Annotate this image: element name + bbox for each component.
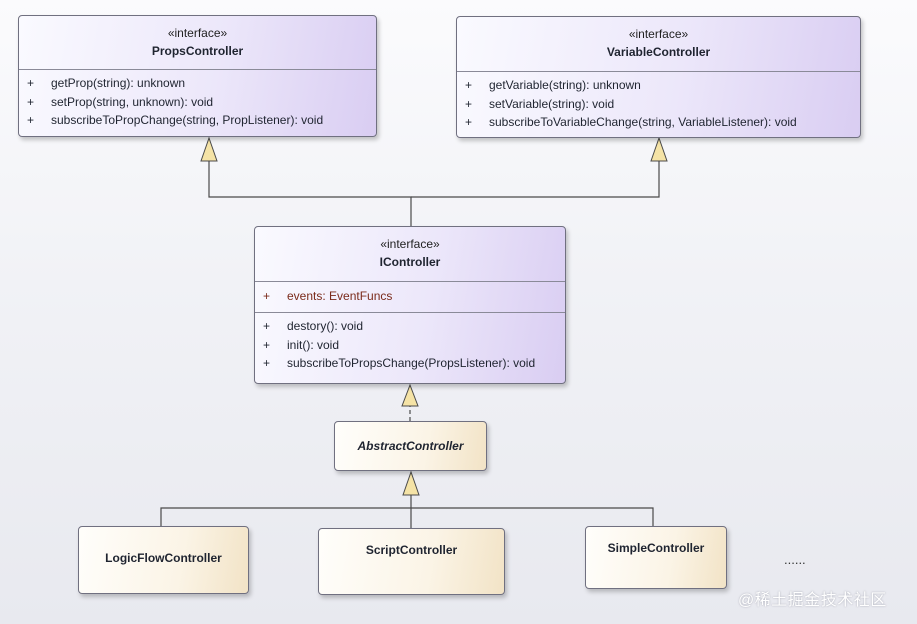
class-header: «interface» PropsController	[19, 16, 376, 69]
operation-row: + setVariable(string): void	[457, 95, 860, 114]
visibility-marker: +	[27, 94, 35, 109]
realization-line-variable	[411, 161, 660, 198]
props-controller-interface[interactable]: «interface» PropsController + getProp(st…	[18, 15, 377, 137]
class-header: «interface» IController	[255, 227, 565, 281]
operation-row: + setProp(string, unknown): void	[19, 93, 376, 112]
attribute-row: + events: EventFuncs	[255, 287, 565, 306]
generalization-arrowhead-abstract	[402, 470, 420, 496]
operation-row: + init(): void	[255, 336, 565, 355]
abstract-controller-class[interactable]: AbstractController	[334, 421, 487, 471]
operations-compartment: + destory(): void + init(): void + subsc…	[255, 312, 565, 373]
operation-signature: destory(): void	[287, 319, 364, 333]
class-name: AbstractController	[357, 439, 464, 453]
generalization-line-logicflow	[160, 507, 411, 526]
class-header: «interface» VariableController	[457, 17, 860, 71]
visibility-marker: +	[263, 337, 271, 352]
attribute-signature: events: EventFuncs	[287, 289, 393, 303]
class-name: LogicFlowController	[105, 551, 222, 565]
operations-compartment: + getVariable(string): unknown + setVari…	[457, 71, 860, 132]
operation-signature: subscribeToPropChange(string, PropListen…	[51, 113, 324, 127]
operation-row: + getProp(string): unknown	[19, 74, 376, 93]
logic-flow-controller-class[interactable]: LogicFlowController	[78, 526, 249, 594]
class-name: PropsController	[151, 44, 244, 58]
visibility-marker: +	[263, 356, 271, 370]
generalization-line-simple	[411, 507, 654, 526]
visibility-marker: +	[27, 76, 35, 90]
operation-row: + subscribeToPropsChange(PropsListener):…	[255, 354, 565, 373]
realization-arrowhead-variable	[650, 136, 668, 162]
more-classes-ellipsis: ......	[784, 552, 806, 567]
class-name: VariableController	[606, 45, 711, 59]
variable-controller-interface[interactable]: «interface» VariableController + getVari…	[456, 16, 861, 138]
operation-signature: subscribeToVariableChange(string, Variab…	[489, 115, 797, 129]
operation-signature: subscribeToPropsChange(PropsListener): v…	[287, 356, 536, 370]
realization-arrowhead-icontroller	[401, 383, 419, 407]
operation-signature: init(): void	[287, 337, 340, 352]
operation-row: + subscribeToVariableChange(string, Vari…	[457, 113, 860, 132]
operation-signature: setProp(string, unknown): void	[51, 94, 214, 109]
class-name: SimpleController	[607, 541, 705, 555]
watermark-text: @稀土掘金技术社区	[738, 592, 887, 609]
visibility-marker: +	[263, 289, 271, 303]
attributes-compartment: + events: EventFuncs	[255, 281, 565, 312]
realization-line-props	[208, 161, 412, 227]
operation-row: + getVariable(string): unknown	[457, 76, 860, 95]
stereotype-label: «interface»	[380, 237, 440, 251]
script-controller-class[interactable]: ScriptController	[318, 528, 505, 595]
visibility-marker: +	[465, 78, 473, 92]
operation-row: + destory(): void	[255, 317, 565, 336]
class-name: IController	[379, 255, 441, 269]
stereotype-label: «interface»	[167, 26, 228, 40]
visibility-marker: +	[465, 96, 473, 111]
operation-signature: getVariable(string): unknown	[489, 78, 641, 92]
operation-signature: setVariable(string): void	[489, 96, 615, 111]
visibility-marker: +	[27, 113, 35, 127]
stereotype-label: «interface»	[628, 27, 689, 41]
visibility-marker: +	[263, 319, 271, 333]
class-name: ScriptController	[365, 543, 458, 557]
operation-row: + subscribeToPropChange(string, PropList…	[19, 111, 376, 130]
visibility-marker: +	[465, 115, 473, 129]
simple-controller-class[interactable]: SimpleController	[585, 526, 727, 589]
operations-compartment: + getProp(string): unknown + setProp(str…	[19, 69, 376, 130]
operation-signature: getProp(string): unknown	[51, 76, 186, 90]
realization-arrowhead-props	[200, 136, 218, 162]
icontroller-interface[interactable]: «interface» IController + events: EventF…	[254, 226, 566, 384]
